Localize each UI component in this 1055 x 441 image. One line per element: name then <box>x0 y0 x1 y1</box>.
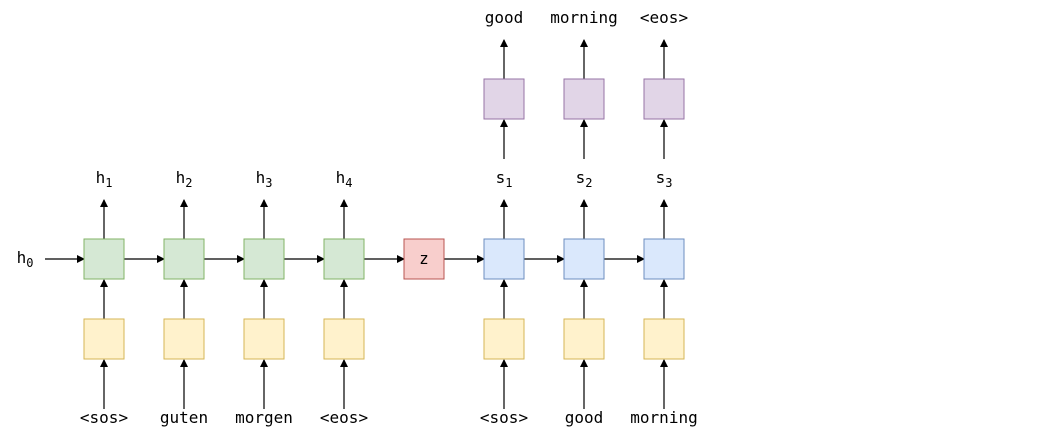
encoder-embedding-box <box>163 318 205 360</box>
decoder-embedding-box <box>483 318 525 360</box>
encoder-hidden-label: h2 <box>176 168 193 190</box>
encoder-rnn-cell <box>83 238 125 280</box>
decoder-hidden-label: s1 <box>496 168 513 190</box>
encoder-input-token: morgen <box>235 408 293 427</box>
initial-state-label: h0 <box>17 248 34 270</box>
decoder-rnn-cell <box>563 238 605 280</box>
decoder-output-token: <eos> <box>640 8 688 27</box>
decoder-rnn-cell <box>483 238 525 280</box>
decoder-embedding-box <box>563 318 605 360</box>
decoder-input-token: good <box>565 408 604 427</box>
encoder-input-token: guten <box>160 408 208 427</box>
context-vector-label: z <box>419 249 429 268</box>
encoder-hidden-label: h3 <box>256 168 273 190</box>
encoder-rnn-cell <box>323 238 365 280</box>
decoder-hidden-label: s3 <box>656 168 673 190</box>
decoder-output-token: morning <box>550 8 617 27</box>
decoder-input-token: <sos> <box>480 408 528 427</box>
decoder-output-layer-box <box>643 78 685 120</box>
encoder-input-token: <sos> <box>80 408 128 427</box>
decoder-input-token: morning <box>630 408 697 427</box>
decoder-rnn-cell <box>643 238 685 280</box>
encoder-hidden-label: h4 <box>336 168 353 190</box>
context-vector-box <box>403 238 445 280</box>
decoder-output-layer-box <box>483 78 525 120</box>
encoder-embedding-box <box>83 318 125 360</box>
encoder-input-token: <eos> <box>320 408 368 427</box>
decoder-hidden-label: s2 <box>576 168 593 190</box>
encoder-rnn-cell <box>243 238 285 280</box>
decoder-embedding-box <box>643 318 685 360</box>
encoder-rnn-cell <box>163 238 205 280</box>
encoder-hidden-label: h1 <box>96 168 113 190</box>
decoder-output-token: good <box>485 8 524 27</box>
encoder-embedding-box <box>323 318 365 360</box>
decoder-output-layer-box <box>563 78 605 120</box>
arrows-layer <box>45 39 668 409</box>
encoder-embedding-box <box>243 318 285 360</box>
